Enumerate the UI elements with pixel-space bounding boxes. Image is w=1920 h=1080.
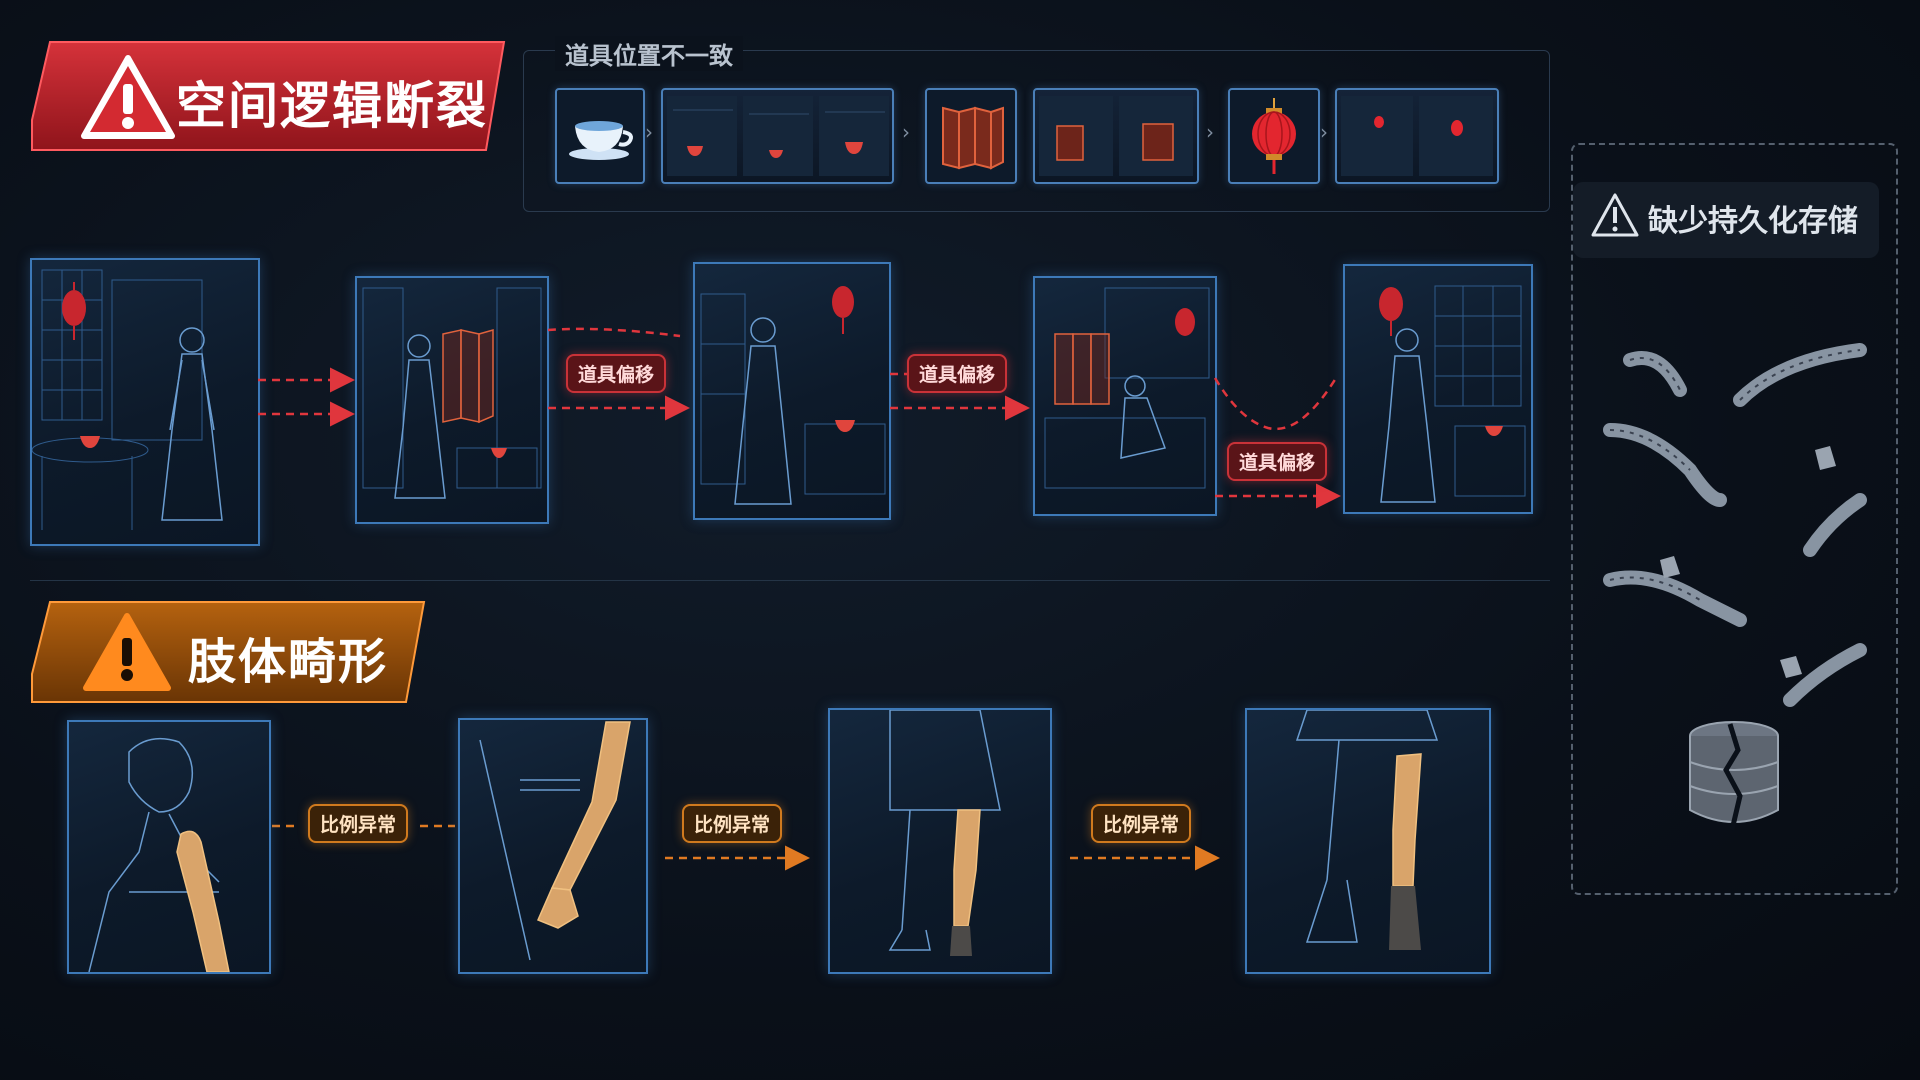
limb-illustration — [479, 721, 631, 961]
chevron-right-icon: › — [902, 120, 910, 144]
scene-illustration — [700, 286, 886, 505]
scene-illustration — [1044, 287, 1210, 489]
lantern-tile — [1228, 88, 1320, 184]
teacup-tile — [555, 88, 645, 184]
prop-drift-tag: 道具偏移 — [566, 354, 667, 393]
broken-film-strip-icon — [1603, 343, 1867, 707]
limb-illustration — [88, 737, 230, 972]
props-panel-title: 道具位置不一致 — [555, 36, 743, 71]
limb-frame-1 — [67, 720, 271, 974]
chevron-right-icon: › — [1320, 120, 1328, 144]
storage-title: 缺少持久化存储 — [1648, 204, 1858, 239]
scene-frame-4 — [1033, 276, 1217, 516]
screen-tile — [925, 88, 1017, 184]
warning-icon — [81, 55, 175, 139]
broken-database-icon — [1689, 721, 1779, 831]
folding-screen-icon — [942, 106, 1004, 170]
scene-frame-1 — [30, 258, 260, 546]
limb-frame-4 — [1245, 708, 1491, 974]
scene-frame-2 — [355, 276, 549, 524]
spatial-logic-title: 空间逻辑断裂 — [176, 77, 488, 135]
proportion-anomaly-tag: 比例异常 — [1091, 804, 1192, 843]
limb-deformity-banner: 肢体畸形 — [28, 600, 428, 704]
scene-illustration — [362, 287, 542, 499]
proportion-anomaly-tag: 比例异常 — [682, 804, 783, 843]
section-divider — [30, 580, 1550, 581]
limb-illustration — [888, 710, 1001, 956]
lantern-icon — [1252, 98, 1296, 174]
limb-frame-2 — [458, 718, 648, 974]
scene-illustration — [1379, 285, 1526, 503]
screen-scene-strip — [1033, 88, 1199, 184]
lantern-scenes-image — [1341, 96, 1493, 176]
spatial-logic-banner: 空间逻辑断裂 — [28, 40, 508, 152]
lantern-scene-strip — [1335, 88, 1499, 184]
chevron-right-icon: › — [1206, 120, 1214, 144]
warning-icon — [83, 613, 171, 691]
scene-frame-5 — [1343, 264, 1533, 514]
teacup-scene-strip — [661, 88, 894, 184]
proportion-anomaly-tag: 比例异常 — [308, 804, 409, 843]
teacup-scenes-image — [667, 96, 889, 176]
warning-outline-icon — [1591, 193, 1639, 237]
persistent-storage-panel — [1571, 143, 1898, 895]
prop-drift-tag: 道具偏移 — [907, 354, 1008, 393]
chevron-right-icon: › — [645, 120, 653, 144]
scene-illustration — [32, 269, 223, 530]
storage-header — [1573, 182, 1879, 258]
limb-deformity-title: 肢体畸形 — [188, 634, 389, 690]
limb-illustration — [1295, 710, 1439, 950]
limb-frame-3 — [828, 708, 1052, 974]
prop-drift-tag: 道具偏移 — [1227, 442, 1328, 481]
scene-frame-3 — [693, 262, 891, 520]
screen-scenes-image — [1039, 96, 1193, 176]
props-inconsistency-panel — [523, 50, 1550, 212]
teacup-icon — [569, 121, 633, 160]
